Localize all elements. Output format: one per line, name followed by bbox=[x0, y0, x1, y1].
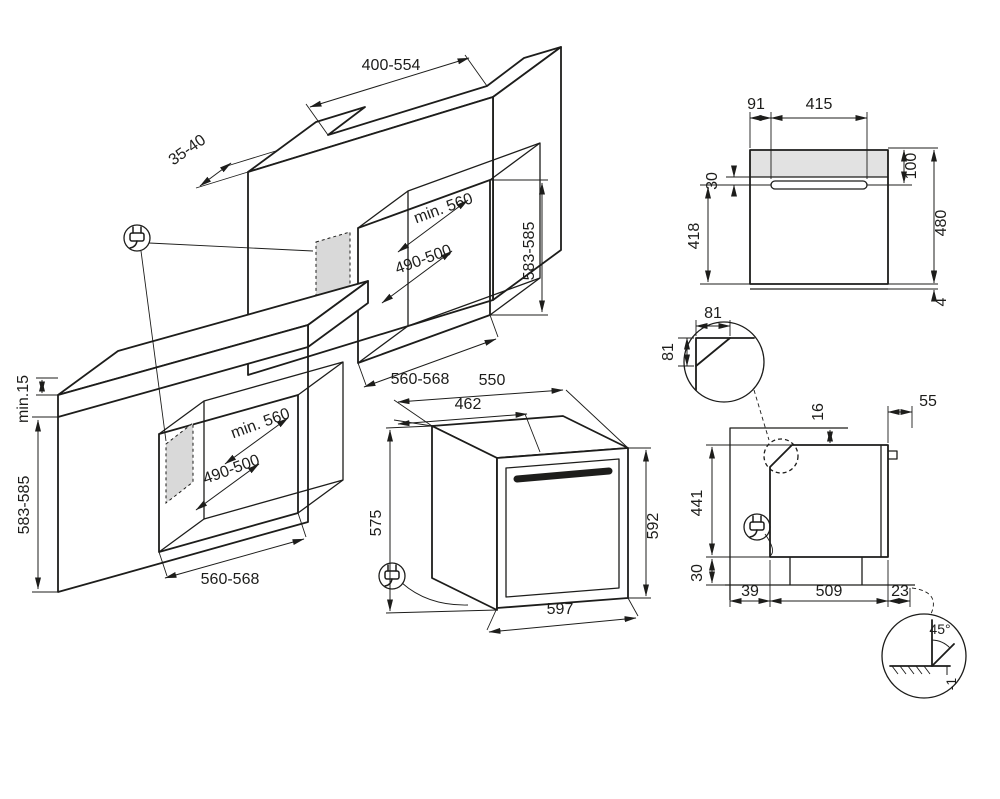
dim-handle-width-label: 415 bbox=[806, 96, 833, 113]
dim-tall-niche-height-label: 583-585 bbox=[521, 222, 538, 281]
dim-body-depth-label: 509 bbox=[816, 583, 843, 600]
dim-base-niche-width-label: 560-568 bbox=[201, 571, 260, 588]
ext-worktop-clearance bbox=[36, 377, 58, 396]
dim-oven-height-rear-label: 575 bbox=[368, 510, 385, 537]
niche-outline bbox=[729, 427, 848, 600]
dim-floor-tolerance-label: -1 bbox=[943, 678, 959, 691]
dim-body-height-label: 441 bbox=[689, 490, 706, 517]
ext-body-height bbox=[706, 444, 792, 558]
dim-oven-depth-total-label: 550 bbox=[479, 372, 506, 389]
dim-plinth-height-label: 30 bbox=[689, 564, 706, 582]
corner-detail: 81 81 bbox=[660, 305, 770, 441]
dim-base-niche-depth bbox=[224, 417, 289, 465]
dim-oven-depth-total bbox=[397, 387, 564, 405]
plug-leader-lines bbox=[140, 242, 314, 442]
dim-tall-niche-width-label: 560-568 bbox=[391, 371, 450, 388]
dim-handle-depth-label: 55 bbox=[919, 393, 937, 410]
oven-door bbox=[505, 458, 620, 598]
power-plug-icon bbox=[123, 224, 151, 252]
angle-arc bbox=[931, 639, 951, 649]
plug-cable bbox=[764, 533, 774, 557]
dim-oven-depth-body-label: 462 bbox=[455, 396, 482, 413]
dim-top-margin-label: 100 bbox=[903, 153, 920, 180]
dim-worktop-clearance-label: min.15 bbox=[15, 375, 32, 423]
tall-cabinet-niche-depth-edges bbox=[357, 142, 541, 364]
dim-top-cutout-label: 400-554 bbox=[362, 57, 421, 74]
base-cabinet-niche-depth-edges bbox=[158, 361, 344, 553]
dim-lower-height-label: 418 bbox=[686, 223, 703, 250]
dim-top-cutout bbox=[309, 57, 470, 108]
plinth-legs bbox=[789, 557, 863, 585]
corner-detail-edges bbox=[695, 337, 755, 391]
dim-corner-angle-label: 45° bbox=[929, 621, 950, 637]
dim-base-socket-zone bbox=[195, 463, 260, 511]
plug-cable bbox=[401, 582, 469, 606]
dim-oven-width-label: 597 bbox=[547, 601, 574, 618]
corner-detail-marker bbox=[763, 438, 799, 474]
power-plug-icon bbox=[378, 562, 406, 590]
side-view-body bbox=[769, 444, 889, 558]
oven-front-view: 91 415 100 30 418 480 4 bbox=[686, 96, 950, 306]
base-cabinet-socket-zone bbox=[165, 421, 194, 505]
dim-top-gap-label: 16 bbox=[810, 403, 827, 421]
dim-total-height-label: 480 bbox=[933, 210, 950, 237]
dim-tall-niche-depth bbox=[397, 199, 469, 253]
dim-front-gap-label: 23 bbox=[891, 583, 909, 600]
floor-hatching bbox=[891, 665, 931, 675]
oven-isometric: 550 462 575 592 597 bbox=[368, 372, 662, 634]
floor-detail: 45° -1 bbox=[881, 587, 967, 699]
corner-detail-chamfer bbox=[695, 337, 731, 367]
floor-detail-circle bbox=[881, 613, 967, 699]
ext-tall-niche-height bbox=[490, 179, 548, 316]
dim-chamfer-height-label: 81 bbox=[660, 343, 677, 361]
ext-base-niche-height bbox=[32, 416, 58, 593]
side-view-handle bbox=[888, 450, 898, 460]
oven-handle bbox=[513, 467, 613, 483]
power-plug-icon bbox=[743, 513, 771, 541]
oven-left-face bbox=[431, 425, 498, 611]
dim-oven-width bbox=[488, 616, 637, 634]
dim-tall-socket-zone bbox=[381, 250, 453, 304]
floor-detail-leader bbox=[911, 587, 934, 617]
dim-base-niche-height-label: 583-585 bbox=[16, 476, 33, 535]
oven-side-view: 16 55 441 30 39 509 23 bbox=[689, 393, 937, 607]
dim-oven-depth-body bbox=[397, 411, 528, 427]
front-view-outline bbox=[749, 149, 889, 285]
corner-detail-leader bbox=[753, 389, 770, 441]
ext-top-margin bbox=[867, 147, 938, 186]
dim-tall-niche-width bbox=[363, 338, 497, 388]
dim-front-rail bbox=[199, 162, 232, 187]
dim-panel-offset-label: 30 bbox=[704, 172, 721, 190]
dim-rear-gap-label: 39 bbox=[741, 583, 759, 600]
ext-oven-height-rear bbox=[385, 425, 498, 614]
dim-base-niche-width bbox=[164, 538, 305, 579]
dim-chamfer-width-label: 81 bbox=[704, 305, 722, 322]
dim-side-gap-label: 91 bbox=[747, 96, 765, 113]
ext-oven-height-front bbox=[628, 447, 651, 599]
floor-detail-chamfer-line bbox=[931, 643, 955, 667]
control-panel-band bbox=[750, 150, 888, 177]
dim-bottom-gap-label: 4 bbox=[933, 297, 950, 306]
dim-oven-height-front-label: 592 bbox=[645, 513, 662, 540]
